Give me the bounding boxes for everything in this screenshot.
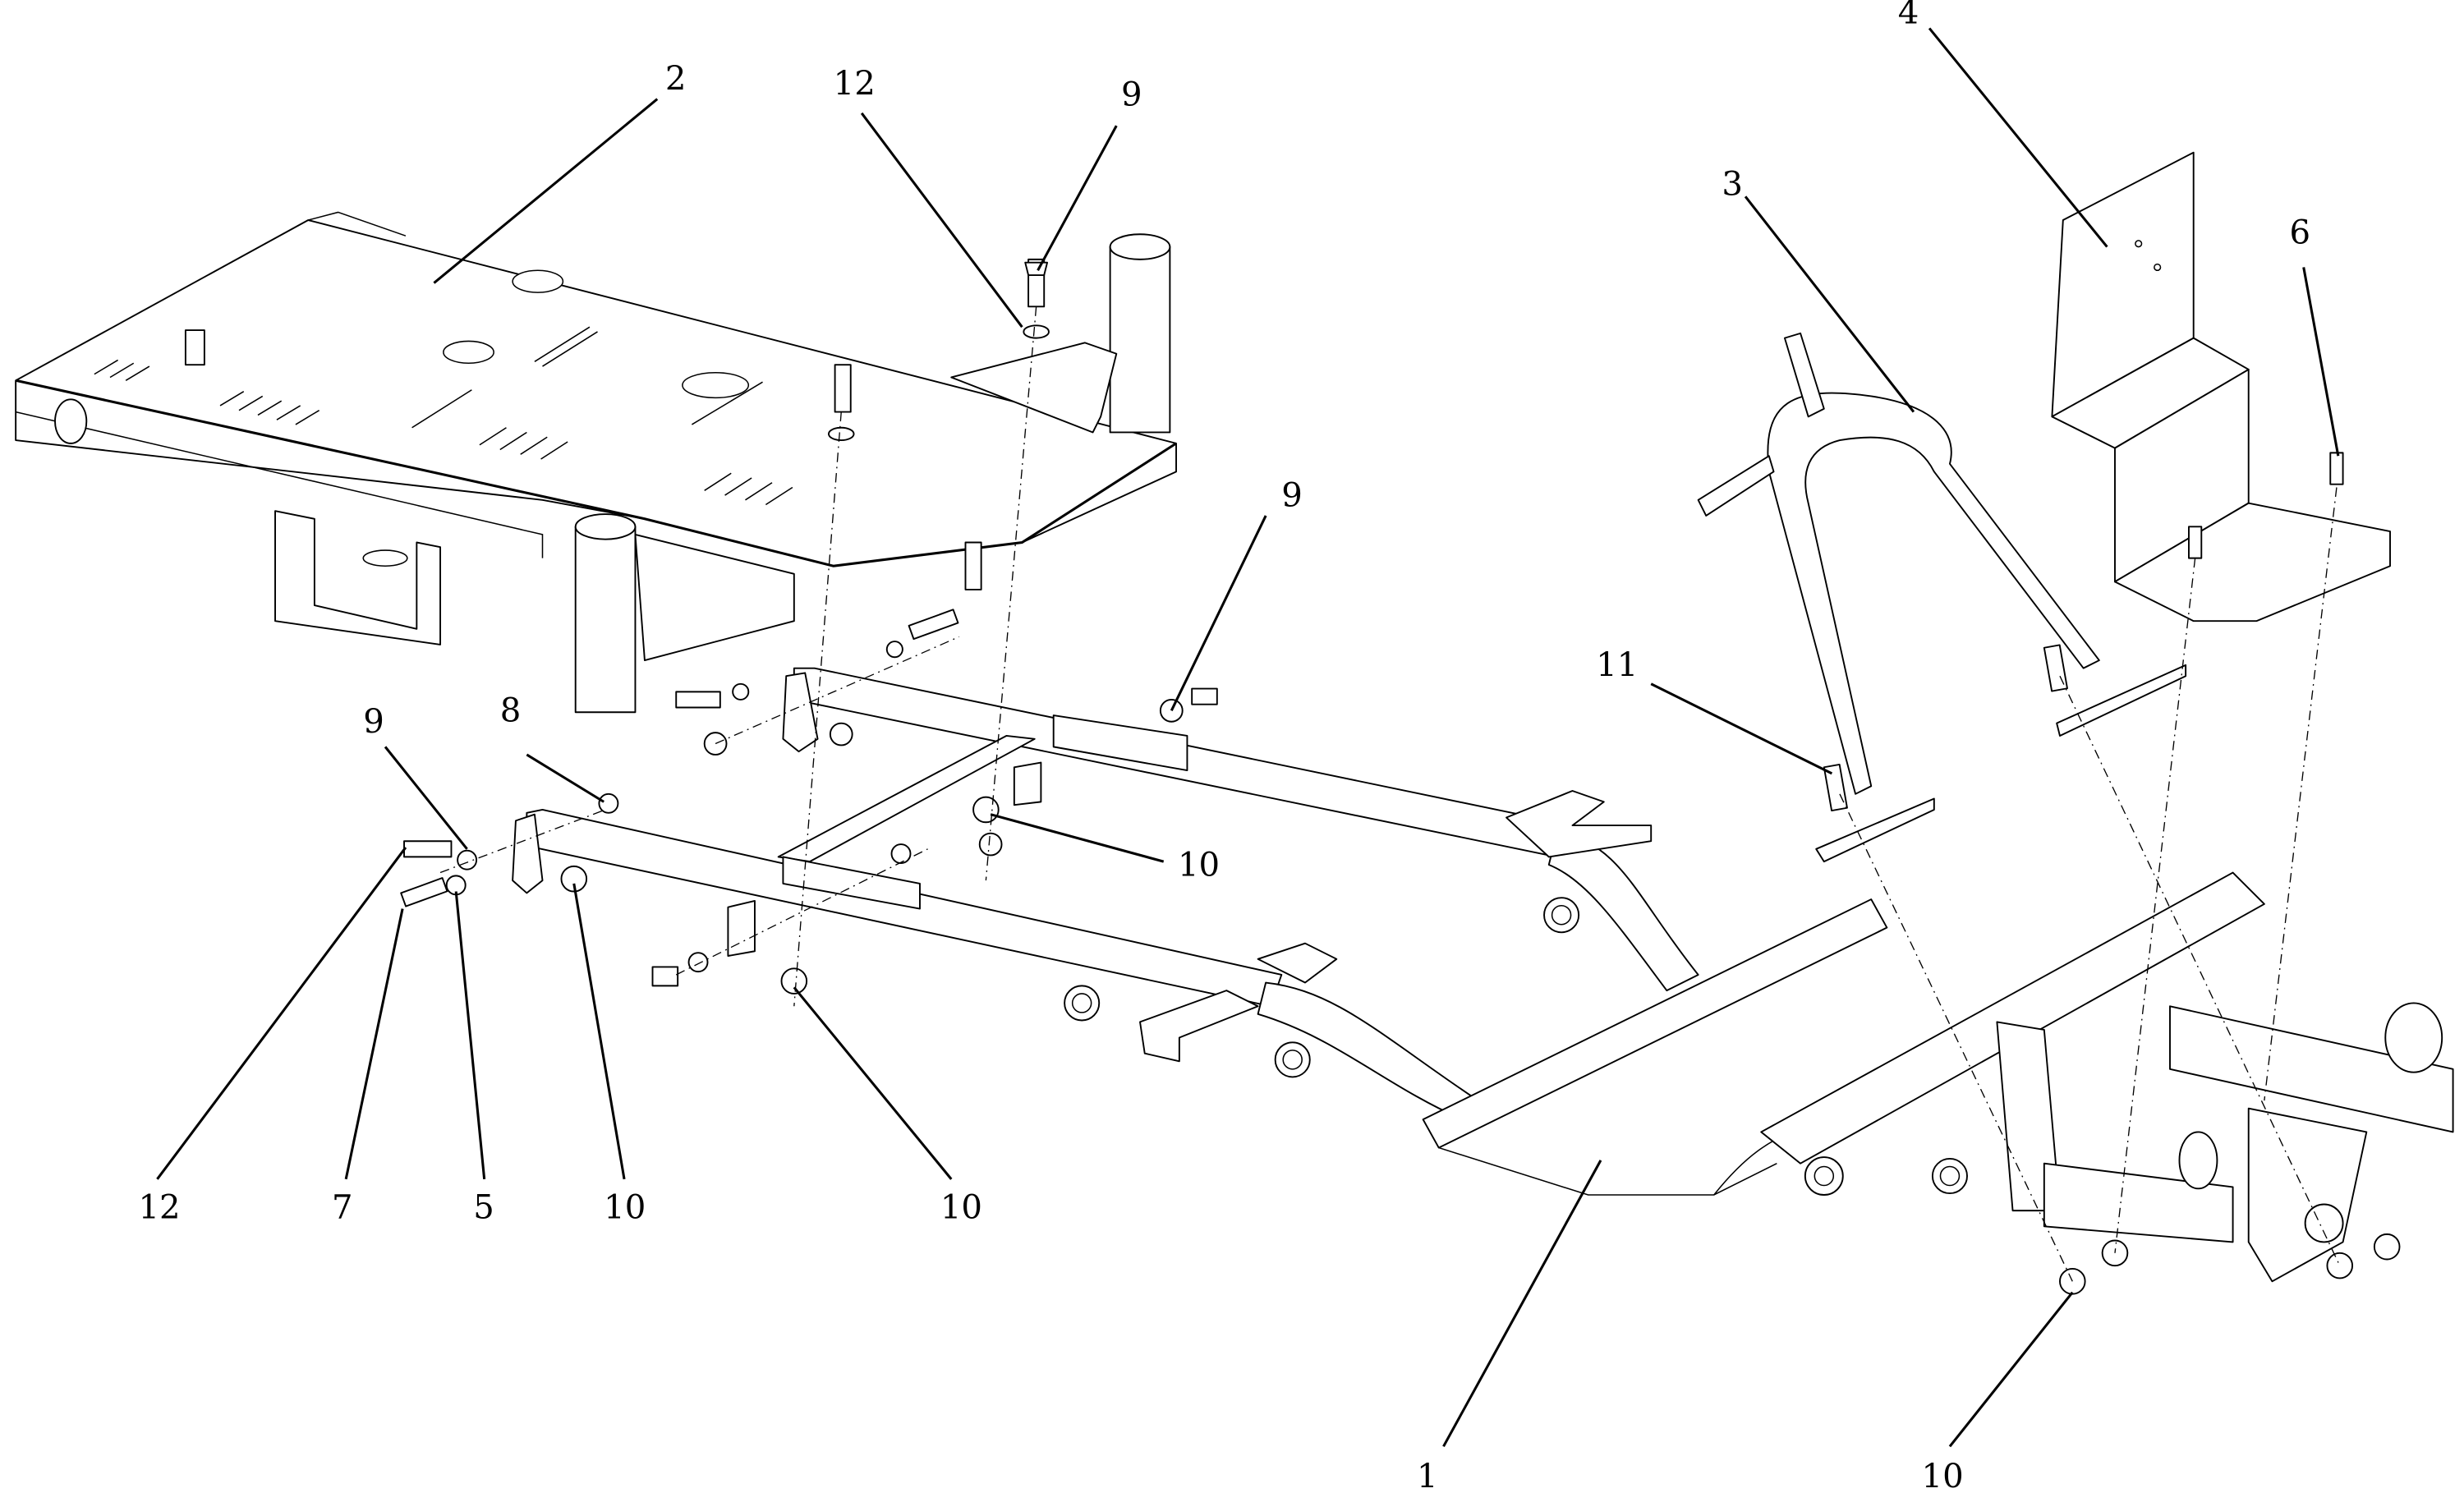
callout-label: 3 bbox=[1722, 165, 1743, 203]
assembly-guide-lines bbox=[439, 306, 2341, 1282]
callout-label: 12 bbox=[834, 65, 876, 103]
roll-bar-hoop bbox=[1697, 332, 2187, 863]
leader-lines bbox=[156, 27, 2340, 1448]
callout-label: 5 bbox=[473, 1189, 494, 1227]
callout-label: 9 bbox=[1281, 476, 1303, 514]
callout-label: 8 bbox=[500, 692, 522, 730]
callout-labels: 2 12 9 9 8 9 12 7 5 10 10 10 3 4 6 11 1 … bbox=[138, 0, 2310, 1493]
callout-label: 6 bbox=[2289, 214, 2310, 252]
callout-label: 7 bbox=[332, 1189, 353, 1227]
callout-label: 10 bbox=[1178, 846, 1220, 884]
fasteners bbox=[400, 258, 2401, 1295]
callout-label: 9 bbox=[1121, 76, 1142, 113]
callout-label: 11 bbox=[1596, 646, 1638, 684]
callout-label: 10 bbox=[604, 1189, 646, 1227]
main-frame bbox=[512, 667, 2454, 1283]
callout-label: 9 bbox=[363, 703, 384, 741]
seat-deck-plate bbox=[15, 211, 1177, 714]
callout-label: 10 bbox=[1922, 1458, 1964, 1489]
callout-label: 2 bbox=[665, 60, 687, 98]
callout-label: 1 bbox=[1417, 1458, 1438, 1489]
callout-label: 4 bbox=[1898, 0, 1919, 32]
callout-label: 12 bbox=[138, 1189, 180, 1227]
callout-label: 10 bbox=[940, 1189, 982, 1227]
mounting-bracket bbox=[2051, 151, 2391, 622]
